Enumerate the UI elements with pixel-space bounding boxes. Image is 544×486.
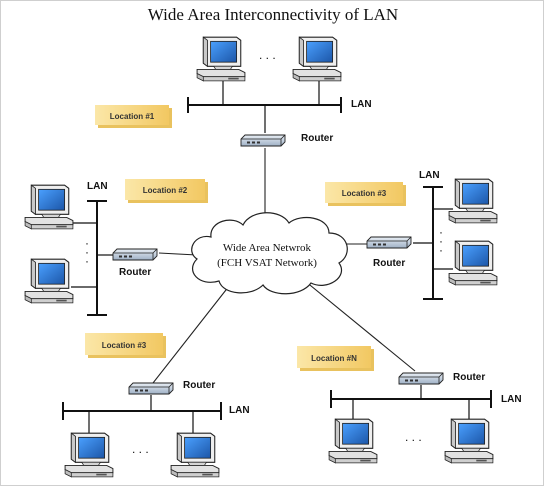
router-icon: [112, 248, 158, 261]
ellipsis: . . .: [405, 430, 422, 444]
location-label: Location #1: [110, 112, 155, 121]
location-label: Location #3: [102, 341, 147, 350]
ellipsis: . . .: [132, 442, 149, 456]
lan-location-n: Router LAN . . . Location #N: [297, 346, 522, 464]
location-label: Location #N: [311, 354, 357, 363]
computer: [328, 418, 378, 464]
router-icon: [240, 134, 286, 147]
computer: [24, 184, 74, 230]
wan-cloud: Wide Area Netwrok (FCH VSAT Network): [191, 212, 348, 295]
ellipsis-vertical: ·: [85, 254, 89, 268]
lan-label: LAN: [229, 405, 250, 416]
lan-location-1: . . . Router LAN Location #1: [95, 36, 372, 147]
link-location-n: [304, 280, 416, 372]
lan-location-3-south: Router LAN . . . Location #3: [62, 333, 250, 478]
computer: [448, 178, 498, 224]
cloud-label-line1: Wide Area Netwrok: [223, 242, 312, 254]
router-icon: [398, 372, 444, 385]
computer: [444, 418, 494, 464]
computer: [170, 432, 220, 478]
ellipsis-vertical: ·: [439, 243, 443, 257]
wan-links: [152, 148, 416, 384]
lan-location-2: · · · Router LAN Location #2: [24, 179, 208, 316]
ellipsis-vertical: ·: [439, 234, 443, 248]
lan-label: LAN: [501, 394, 522, 405]
lan-label: LAN: [419, 170, 440, 181]
lan-location-3-east: · · · Router LAN Location #3: [325, 170, 498, 300]
link-location-3-south: [152, 280, 234, 384]
router-label: Router: [301, 133, 333, 144]
lan-label: LAN: [351, 99, 372, 110]
computer: [448, 240, 498, 286]
computer: [292, 36, 342, 82]
computer: [64, 432, 114, 478]
location-label: Location #2: [143, 186, 188, 195]
diagram-title: Wide Area Interconnectivity of LAN: [147, 5, 399, 24]
router-label: Router: [373, 258, 405, 269]
link-location-2: [158, 252, 198, 256]
location-tag: Location #3: [325, 182, 406, 206]
router-icon: [366, 236, 412, 249]
location-label: Location #3: [342, 189, 387, 198]
router-label: Router: [119, 267, 151, 278]
location-tag: Location #N: [297, 346, 374, 371]
computer: [24, 258, 74, 304]
router-label: Router: [453, 372, 485, 383]
lan-label: LAN: [87, 181, 108, 192]
ellipsis: . . .: [259, 48, 276, 62]
ellipsis-vertical: ·: [439, 225, 443, 239]
ellipsis-vertical: ·: [85, 236, 89, 250]
cloud-shape: [191, 212, 348, 295]
location-tag: Location #1: [95, 105, 172, 128]
computer: [196, 36, 246, 82]
router-label: Router: [183, 380, 215, 391]
ellipsis-vertical: ·: [85, 245, 89, 259]
location-tag: Location #3: [85, 333, 166, 358]
cloud-label-line2: (FCH VSAT Network): [217, 257, 317, 269]
router-icon: [128, 382, 174, 395]
location-tag: Location #2: [125, 179, 208, 203]
